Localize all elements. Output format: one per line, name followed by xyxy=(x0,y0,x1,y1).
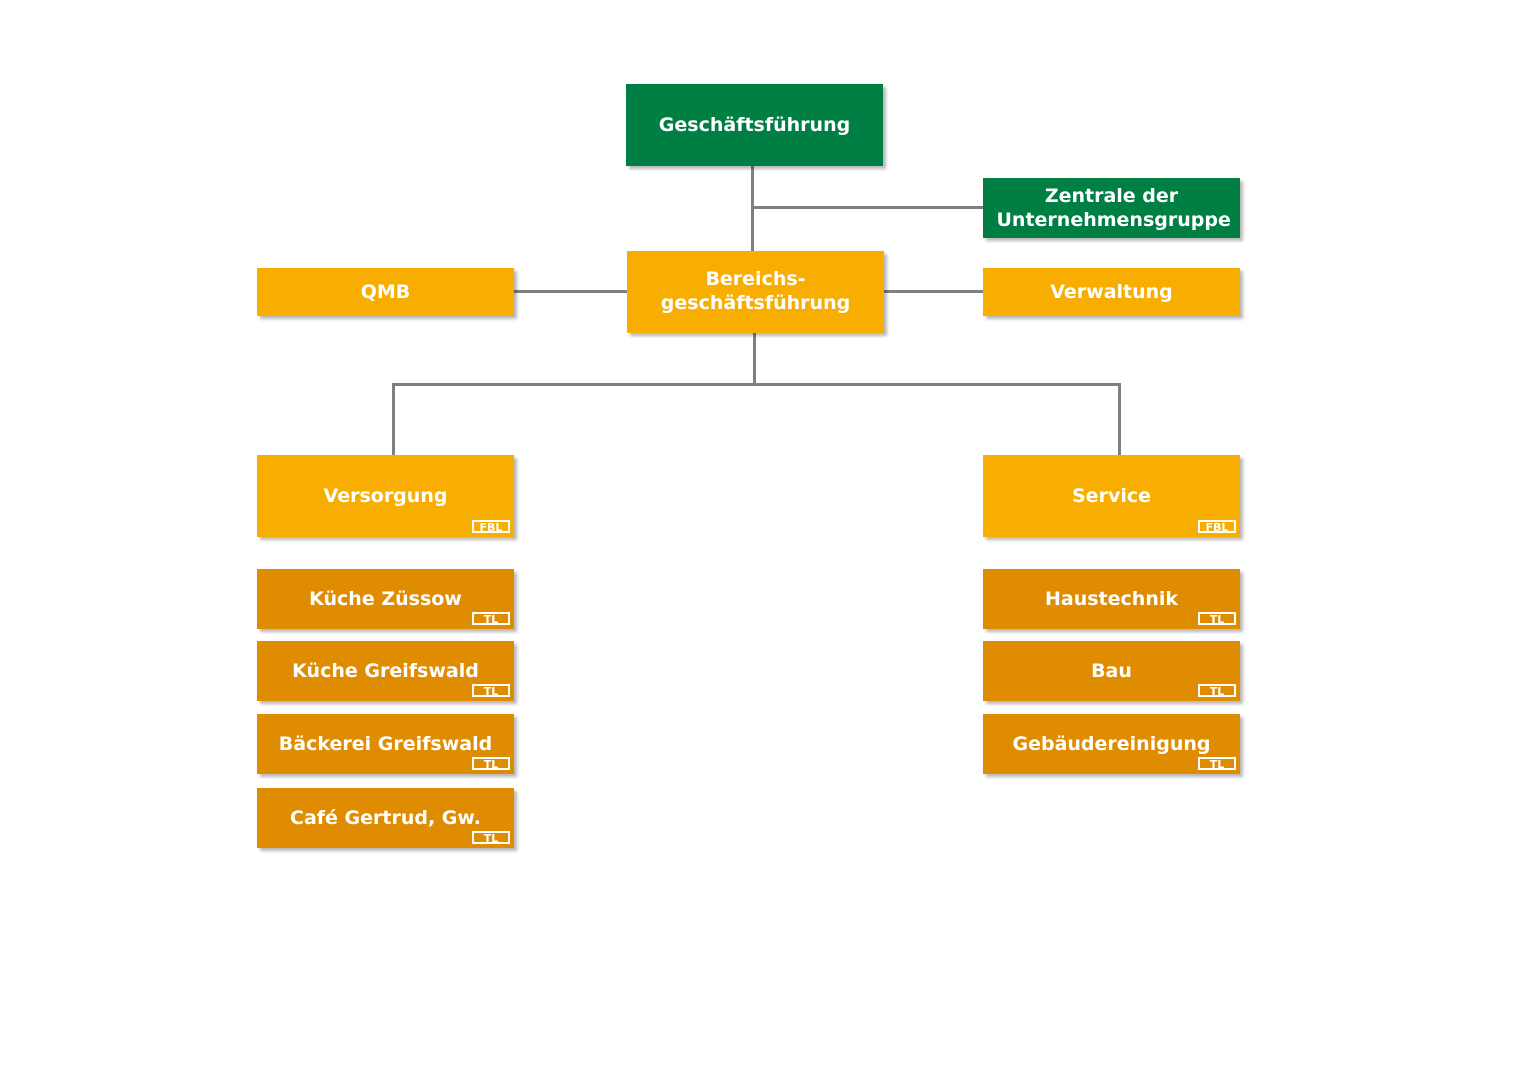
connector-verwaltung xyxy=(884,290,984,293)
connector-zentrale xyxy=(751,206,983,209)
tl-badge: TL xyxy=(1198,612,1236,625)
team-box-haustechnik: Haustechnik TL xyxy=(983,569,1240,629)
team-label: Küche Greifswald xyxy=(292,660,479,682)
verwaltung-box: Verwaltung xyxy=(983,268,1240,316)
tl-badge: TL xyxy=(472,757,510,770)
connector-versorgung xyxy=(392,383,395,455)
team-label: Bäckerei Greifswald xyxy=(278,733,493,755)
team-box-cafe-gertrud: Café Gertrud, Gw. TL xyxy=(257,788,514,848)
zentrale-box: Zentrale der Unternehmensgruppe xyxy=(983,178,1240,238)
connector-bgf-down xyxy=(753,333,756,385)
tl-badge: TL xyxy=(1198,684,1236,697)
service-label: Service xyxy=(1072,485,1151,507)
service-box: Service FBL xyxy=(983,455,1240,537)
tl-badge: TL xyxy=(472,612,510,625)
tl-badge: TL xyxy=(472,684,510,697)
connector-horizontal-branch xyxy=(392,383,1121,386)
team-box-kueche-greifswald: Küche Greifswald TL xyxy=(257,641,514,701)
verwaltung-label: Verwaltung xyxy=(1050,281,1173,303)
zentrale-label: Zentrale der Unternehmensgruppe xyxy=(996,185,1231,231)
connector-service xyxy=(1118,383,1121,455)
team-box-bau: Bau TL xyxy=(983,641,1240,701)
team-box-baeckerei-greifswald: Bäckerei Greifswald TL xyxy=(257,714,514,774)
tl-badge: TL xyxy=(472,831,510,844)
qmb-box: QMB xyxy=(257,268,514,316)
geschaeftsfuehrung-box: Geschäftsführung xyxy=(626,84,883,166)
connector-qmb xyxy=(514,290,628,293)
qmb-label: QMB xyxy=(360,281,411,303)
bereichsgeschaeftsfuehrung-label: Bereichs- geschäftsführung xyxy=(660,268,851,314)
geschaeftsfuehrung-label: Geschäftsführung xyxy=(658,114,851,136)
connector-gf-to-bgf xyxy=(751,166,754,252)
versorgung-box: Versorgung FBL xyxy=(257,455,514,537)
versorgung-label: Versorgung xyxy=(323,485,448,507)
team-box-kueche-zuessow: Küche Züssow TL xyxy=(257,569,514,629)
team-label: Café Gertrud, Gw. xyxy=(290,807,481,829)
team-label: Haustechnik xyxy=(1045,588,1178,610)
bereichsgeschaeftsfuehrung-box: Bereichs- geschäftsführung xyxy=(627,251,884,333)
fbl-badge: FBL xyxy=(472,520,510,533)
team-label: Bau xyxy=(1091,660,1132,682)
team-label: Gebäudereinigung xyxy=(1012,733,1211,755)
team-label: Küche Züssow xyxy=(309,588,462,610)
team-box-gebaeudereinigung: Gebäudereinigung TL xyxy=(983,714,1240,774)
fbl-badge: FBL xyxy=(1198,520,1236,533)
tl-badge: TL xyxy=(1198,757,1236,770)
